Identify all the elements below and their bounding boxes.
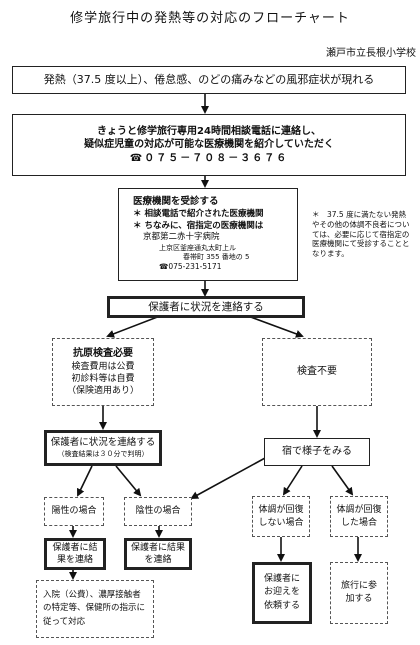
consult-line2: 疑似症児童の対応が可能な医療機関を紹介していただく [84,139,334,151]
arrow-contact-notest [247,315,304,338]
note-text: ＊ 37.5 度に満たない発熱やその他の体調不良者については、必要に応じて宿指定… [312,210,410,258]
medical-item2: ＊ ちなみに、宿指定の医療機関は [133,220,264,231]
no-test-box: 検査不要 [262,338,372,406]
consult-line1: きょうと修学旅行専用24時間相談電話に連絡し、 [97,125,321,137]
symptoms-text: 発熱（37.5 度以上）、倦怠感、のどの痛みなどの風邪症状が現れる [43,72,375,86]
medical-title: 医療機関を受診する [133,196,219,208]
negative-box: 陰性の場合 [124,497,192,526]
hospitalize-box: 入院（公費）、濃厚接触者の特定等、保健所の指示に従って対応 [36,580,154,638]
report-negative-box: 保護者に結果を連絡 [124,538,192,570]
positive-text: 陽性の場合 [51,506,97,517]
hospital-phone: ☎075-231-5171 [159,262,222,272]
contact-parents-text: 保護者に状況を連絡する [148,300,264,313]
hospital-address1: 上京区釜座通丸太町上ル [159,243,236,252]
antigen-line2: 初診料等は自費 [71,373,135,384]
not-recovered-box: 体調が回復しない場合 [252,496,310,537]
observe-box: 宿で様子をみる [264,438,370,466]
arrow-contact-antigen [106,315,161,338]
recovered-text: 体調が回復した場合 [336,505,382,528]
not-recovered-text: 体調が回復しない場合 [258,505,304,528]
antigen-box: 抗原検査必要 検査費用は公費 初診料等は自費 （保険適用あり） [52,338,154,406]
hospital-address2: 春帯町 355 番地の 5 [183,253,250,262]
report-negative-text: 保護者に結果を連絡 [131,542,186,565]
school-name: 瀬戸市立長根小学校 [326,48,416,59]
arrow-observe-negative [190,451,277,499]
arrow-observe-notrecovered [282,465,303,496]
medical-box: 医療機関を受診する ＊ 相談電話で紹介された医療機関 ＊ ちなみに、宿指定の医療… [118,188,298,281]
consult-box: きょうと修学旅行専用24時間相談電話に連絡し、 疑似症児童の対応が可能な医療機関… [12,114,406,176]
antigen-title: 抗原検査必要 [73,348,133,360]
antigen-line3: （保険適用あり） [66,385,139,396]
symptoms-box: 発熱（37.5 度以上）、倦怠感、のどの痛みなどの風邪症状が現れる [12,66,406,94]
antigen-line1: 検査費用は公費 [71,361,135,372]
recovered-box: 体調が回復した場合 [330,496,388,537]
positive-box: 陽性の場合 [44,497,104,526]
join-trip-box: 旅行に参加する [330,562,388,624]
arrow-observe-recovered [331,465,354,496]
report-positive-box: 保護者に結果を連絡 [44,538,106,570]
medical-item1: ＊ 相談電話で紹介された医療機関 [133,209,264,220]
negative-text: 陰性の場合 [135,506,181,517]
arrow-contact2-negative [115,465,142,497]
contact-parents2-box: 保護者に状況を連絡する （検査結果は３０分で判明） [44,430,162,466]
contact-parents2-title: 保護者に状況を連絡する [50,436,156,448]
page-title: 修学旅行中の発熱等の対応のフローチャート [70,11,350,26]
no-test-text: 検査不要 [297,366,337,378]
pickup-text: 保護者にお迎えを依頼する [263,573,300,611]
hospital-name: 京都第二赤十字病院 [143,232,220,243]
pickup-box: 保護者にお迎えを依頼する [252,562,312,624]
contact-parents-box: 保護者に状況を連絡する [107,296,305,318]
observe-text: 宿で様子をみる [282,446,352,458]
arrow-contact2-positive [77,465,93,497]
contact-parents2-sub: （検査結果は３０分で判明） [57,449,149,458]
report-positive-text: 保護者に結果を連絡 [52,542,98,565]
consult-phone: ☎０７５－７０８－３６７６ [129,152,289,164]
hospitalize-text: 入院（公費）、濃厚接触者の特定等、保健所の指示に従って対応 [43,590,146,627]
join-trip-text: 旅行に参加する [340,580,377,605]
